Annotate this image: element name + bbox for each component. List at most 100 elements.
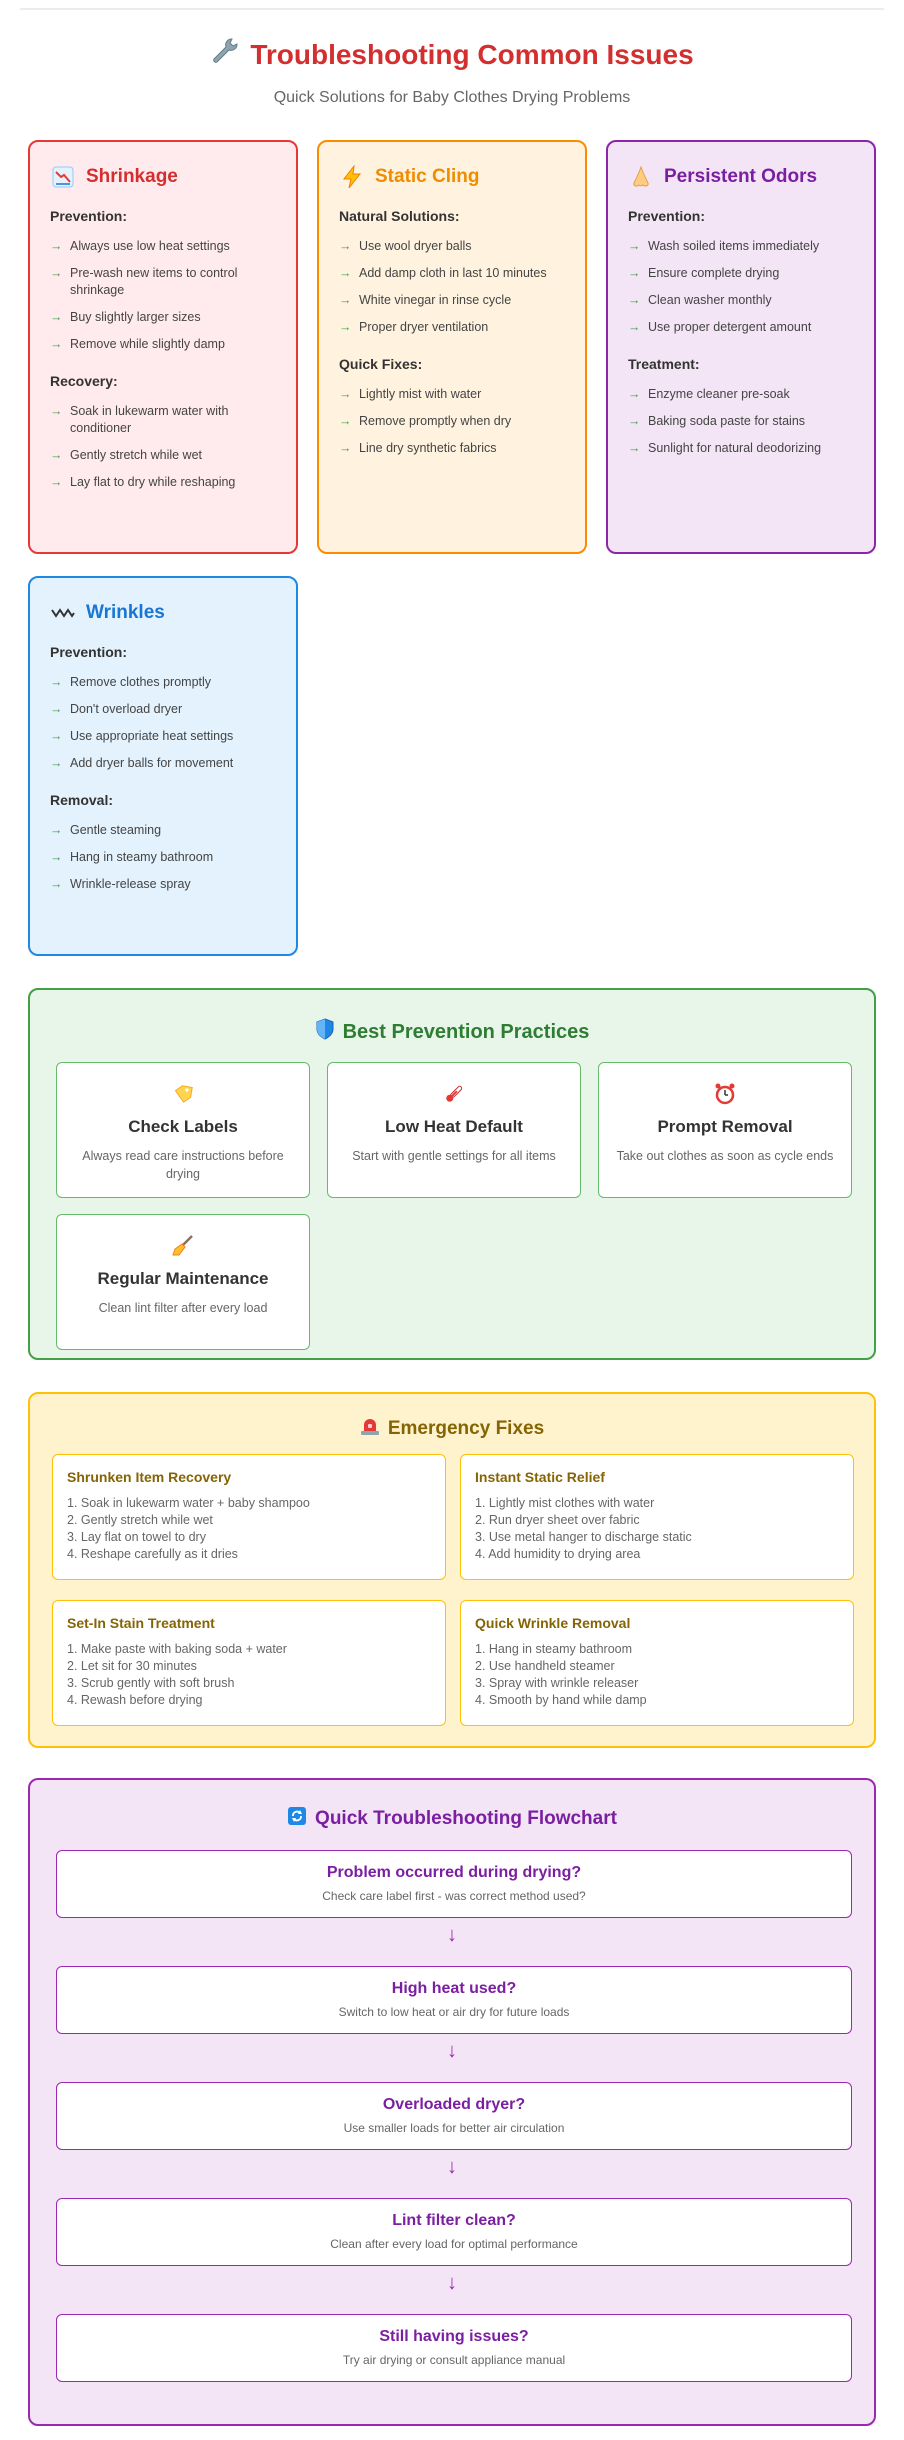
issue-card-wrinkles: Wrinkles Prevention: →Remove clothes pro… (28, 576, 298, 956)
flow-question: Problem occurred during drying? (326, 1864, 582, 1881)
flow-step: Still having issues? Try air drying or c… (56, 2314, 852, 2382)
top-divider (20, 8, 884, 10)
arrow-icon: → (50, 756, 63, 770)
issue-title: Persistent Odors (664, 166, 818, 187)
arrow-icon: → (339, 320, 352, 334)
practice-card-low-heat: Low Heat Default Start with gentle setti… (327, 1062, 581, 1198)
list-item: →Gently stretch while wet (50, 448, 202, 462)
issue-title-row: Static Cling (339, 164, 565, 190)
section-title-row: Emergency Fixes (30, 1416, 874, 1442)
list-item: →Enzyme cleaner pre-soak (628, 387, 790, 401)
practice-title: Check Labels (128, 1117, 238, 1136)
tip-list: →Wash soiled items immediately →Ensure c… (628, 238, 854, 336)
arrow-icon: → (50, 729, 63, 743)
practice-desc: Clean lint filter after every load (98, 1301, 268, 1315)
issue-title: Wrinkles (86, 602, 165, 623)
section-heading: Treatment: (628, 356, 700, 372)
wave-icon (50, 600, 76, 626)
arrow-icon: → (628, 266, 641, 280)
emergency-card-title: Instant Static Relief (475, 1469, 605, 1485)
step-item: 1. Soak in lukewarm water + baby shampoo (67, 1496, 310, 1510)
arrow-icon: → (50, 266, 63, 280)
section-heading: Prevention: (50, 644, 128, 660)
flow-answer: Clean after every load for optimal perfo… (330, 2237, 578, 2251)
emergency-card-wrinkle: Quick Wrinkle Removal 1. Hang in steamy … (460, 1600, 854, 1726)
arrow-icon: → (628, 293, 641, 307)
step-item: 3. Lay flat on towel to dry (67, 1530, 206, 1544)
step-item: 1. Make paste with baking soda + water (67, 1642, 287, 1656)
step-item: 3. Spray with wrinkle releaser (475, 1676, 639, 1690)
arrow-icon: → (50, 404, 63, 418)
arrow-icon: → (339, 239, 352, 253)
practice-card-check-labels: Check Labels Always read care instructio… (56, 1062, 310, 1198)
step-item: 2. Run dryer sheet over fabric (475, 1513, 640, 1527)
list-item: →Don't overload dryer (50, 702, 183, 716)
emergency-card-shrunken: Shrunken Item Recovery 1. Soak in lukewa… (52, 1454, 446, 1580)
section-heading: Removal: (50, 792, 114, 808)
arrow-icon: → (628, 387, 641, 401)
flow-step: Lint filter clean? Clean after every loa… (56, 2198, 852, 2266)
flow-question: High heat used? (391, 1980, 517, 1997)
arrow-icon: → (50, 448, 63, 462)
step-item: 4. Rewash before drying (67, 1693, 203, 1707)
list-item: →Remove while slightly damp (50, 337, 225, 351)
practice-desc: Start with gentle settings for all items (352, 1149, 556, 1163)
alarm-clock-icon (599, 1081, 851, 1107)
practice-title: Regular Maintenance (97, 1269, 269, 1288)
broom-icon (57, 1233, 309, 1259)
tip-list: →Soak in lukewarm water with conditioner… (50, 403, 276, 491)
list-item: →Sunlight for natural deodorizing (628, 441, 822, 455)
step-item: 3. Scrub gently with soft brush (67, 1676, 235, 1690)
list-item: →Use wool dryer balls (339, 239, 472, 253)
best-practices-title: Best Prevention Practices (342, 1020, 590, 1043)
step-item: 1. Lightly mist clothes with water (475, 1496, 655, 1510)
arrow-icon: → (339, 441, 352, 455)
section-heading: Recovery: (50, 373, 118, 389)
emergency-card-title: Set-In Stain Treatment (67, 1615, 215, 1631)
arrow-icon: → (339, 266, 352, 280)
step-item: 2. Use handheld steamer (475, 1659, 615, 1673)
list-item: →Add dryer balls for movement (50, 756, 234, 770)
page-subtitle: Quick Solutions for Baby Clothes Drying … (273, 89, 631, 106)
flow-answer: Try air drying or consult appliance manu… (342, 2353, 566, 2367)
list-item: →Line dry synthetic fabrics (339, 441, 497, 455)
flow-question: Lint filter clean? (392, 2212, 516, 2229)
emergency-title: Emergency Fixes (387, 1418, 545, 1439)
section-heading: Natural Solutions: (339, 208, 460, 224)
section-title-row: Best Prevention Practices (30, 1018, 874, 1046)
arrow-icon: → (628, 239, 641, 253)
page-title: Troubleshooting Common Issues (250, 38, 694, 70)
down-arrow-icon: ↓ (447, 2272, 457, 2294)
arrow-icon: → (628, 414, 641, 428)
down-arrow-icon: ↓ (447, 2156, 457, 2178)
section-title-row: Quick Troubleshooting Flowchart (30, 1806, 874, 1832)
shield-icon (315, 1018, 335, 1046)
step-item: 4. Reshape carefully as it dries (67, 1547, 238, 1561)
arrow-icon: → (50, 823, 63, 837)
arrow-icon: → (628, 320, 641, 334)
step-item: 3. Use metal hanger to discharge static (475, 1530, 692, 1544)
arrow-icon: → (339, 293, 352, 307)
arrow-icon: → (339, 414, 352, 428)
cycle-icon (287, 1806, 307, 1832)
section-heading: Prevention: (50, 208, 128, 224)
practice-title: Prompt Removal (657, 1117, 793, 1136)
flow-answer: Switch to low heat or air dry for future… (338, 2005, 570, 2019)
step-item: 2. Gently stretch while wet (67, 1513, 213, 1527)
label-icon (57, 1081, 309, 1107)
list-item: →Gentle steaming (50, 823, 162, 837)
list-item: →Buy slightly larger sizes (50, 310, 201, 324)
section-heading: Prevention: (628, 208, 706, 224)
flow-question: Still having issues? (379, 2328, 529, 2345)
list-item: →Baking soda paste for stains (628, 414, 806, 428)
step-item: 1. Hang in steamy bathroom (475, 1642, 633, 1656)
emergency-card-static: Instant Static Relief 1. Lightly mist cl… (460, 1454, 854, 1580)
arrow-icon: → (339, 387, 352, 401)
flow-step: High heat used? Switch to low heat or ai… (56, 1966, 852, 2034)
arrow-icon: → (50, 337, 63, 351)
page-header: Troubleshooting Common Issues Quick Solu… (0, 36, 904, 107)
step-item: 4. Smooth by hand while damp (475, 1693, 647, 1707)
list-item: →Soak in lukewarm water with conditioner (50, 404, 229, 435)
list-item: →Wrinkle-release spray (50, 877, 191, 891)
tip-list: →Remove clothes promptly →Don't overload… (50, 674, 276, 772)
